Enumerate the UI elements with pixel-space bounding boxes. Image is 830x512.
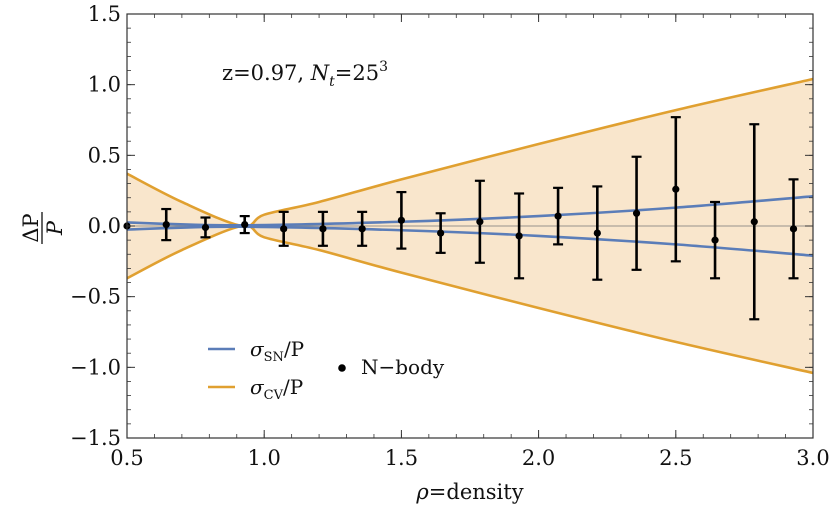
- x-axis-label: ρ=density: [415, 480, 523, 504]
- nbody-marker: [437, 229, 445, 237]
- annotation-text: z=0.97, Nt=253: [222, 59, 388, 90]
- sn-upper-line: [126, 195, 814, 227]
- legend-sn-label: σSN/P: [250, 337, 304, 365]
- point-layer: [123, 116, 799, 321]
- nbody-marker: [515, 232, 523, 240]
- nbody-marker: [789, 225, 798, 233]
- nbody-marker: [397, 216, 405, 224]
- nbody-point: [200, 216, 211, 239]
- nbody-point: [670, 116, 681, 263]
- x-tick-label: 0.5: [110, 446, 143, 470]
- legend-cv-label: σCV/P: [250, 375, 303, 403]
- nbody-point: [631, 155, 642, 271]
- nbody-marker: [632, 209, 641, 217]
- nbody-point: [749, 123, 760, 321]
- legend-nbody-label: N−body: [361, 355, 445, 379]
- sn-lower-line: [126, 225, 814, 257]
- cv-lower-line: [126, 224, 814, 375]
- x-tick-label: 3.0: [796, 446, 829, 470]
- nbody-marker: [593, 229, 601, 237]
- nbody-point: [474, 179, 485, 264]
- nbody-marker: [750, 218, 758, 226]
- tick-layer: 0.5 1.0 1.5 2.0 2.5 3.0 1.5 1.0 0.5 0.0 −0.5 −1.0 −1…: [70, 2, 830, 470]
- x-tick-label: 2.0: [522, 446, 555, 470]
- y-tick-label: −0.5: [70, 285, 121, 309]
- x-tick-label: 1.0: [247, 446, 280, 470]
- legend-nbody-marker: [338, 364, 346, 372]
- nbody-marker: [280, 225, 288, 233]
- y-tick-label: −1.5: [70, 426, 121, 450]
- nbody-marker: [241, 220, 249, 229]
- y-tick-label: 0.5: [88, 143, 121, 167]
- y-axis-label: ΔP P: [19, 212, 67, 244]
- nbody-marker: [554, 212, 562, 220]
- nbody-point: [278, 210, 289, 247]
- nbody-point: [710, 200, 721, 280]
- y-label-numerator: ΔP: [19, 213, 43, 242]
- y-tick-label: 1.0: [88, 73, 121, 97]
- nbody-marker: [319, 225, 327, 233]
- line-layer: [126, 77, 814, 375]
- nbody-marker: [476, 218, 484, 226]
- y-tick-label: 0.0: [88, 214, 121, 238]
- nbody-point: [788, 178, 799, 280]
- y-label-denominator: P: [43, 220, 67, 236]
- nbody-marker: [201, 223, 210, 232]
- nbody-point: [396, 190, 407, 250]
- nbody-point: [514, 192, 525, 280]
- x-tick-label: 2.5: [659, 446, 692, 470]
- x-tick-label: 1.5: [385, 446, 418, 470]
- nbody-marker: [358, 225, 366, 233]
- nbody-point: [592, 185, 603, 281]
- nbody-point: [239, 215, 250, 235]
- nbody-point: [553, 186, 564, 246]
- nbody-marker: [711, 236, 719, 244]
- nbody-marker: [672, 185, 680, 193]
- y-tick-label: 1.5: [88, 2, 121, 26]
- nbody-point: [435, 212, 446, 254]
- y-tick-label: −1.0: [70, 355, 121, 379]
- nbody-point: [317, 210, 328, 247]
- nbody-marker: [162, 220, 170, 229]
- legend: σSN/P σCV/P N−body: [208, 337, 445, 403]
- nbody-point: [161, 207, 172, 242]
- nbody-point: [357, 210, 368, 247]
- cv-upper-line: [126, 77, 814, 228]
